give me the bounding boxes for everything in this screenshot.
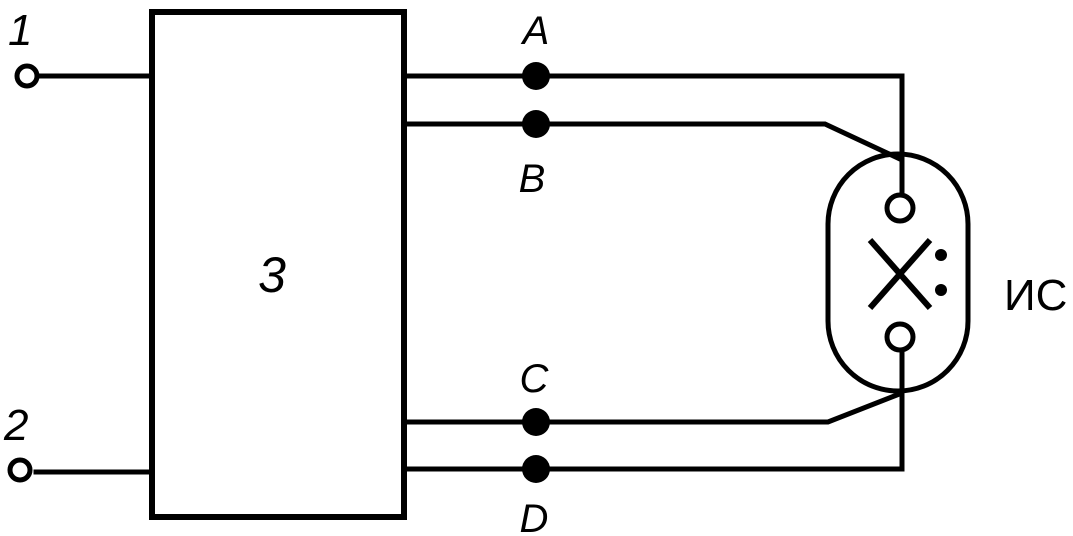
wire-b	[401, 121, 905, 199]
terminal-1-label: 1	[8, 6, 32, 55]
input-terminal-1: 1	[8, 6, 155, 89]
electrode-top-icon	[884, 192, 916, 224]
discharge-cross-icon	[867, 238, 933, 310]
terminal-2-open-contact	[7, 457, 33, 483]
junction-dot-b	[522, 110, 550, 138]
light-source-envelope	[825, 151, 971, 394]
junction-dot-c	[522, 408, 550, 436]
output-label-a: A	[521, 9, 550, 53]
light-source: ИС	[825, 151, 1067, 394]
block-3: 3	[149, 9, 407, 520]
block-3-rect	[149, 9, 407, 520]
electrode-bottom-icon	[884, 321, 916, 353]
gas-dot-icon-2	[935, 284, 947, 296]
light-source-label: ИС	[1004, 271, 1067, 320]
wire-d	[401, 347, 905, 472]
terminal-2-label: 2	[3, 401, 28, 450]
gas-dot-icon-1	[935, 249, 947, 261]
output-label-c: C	[520, 357, 550, 401]
output-label-b: B	[519, 157, 546, 201]
terminal-1-open-contact	[14, 63, 40, 89]
block-3-label: 3	[258, 247, 286, 303]
output-label-d: D	[520, 497, 549, 536]
wire-c	[401, 347, 905, 425]
junction-dot-d	[522, 455, 550, 483]
wire-a	[401, 73, 905, 199]
input-terminal-2: 2	[3, 401, 155, 483]
junction-dot-a	[522, 62, 550, 90]
